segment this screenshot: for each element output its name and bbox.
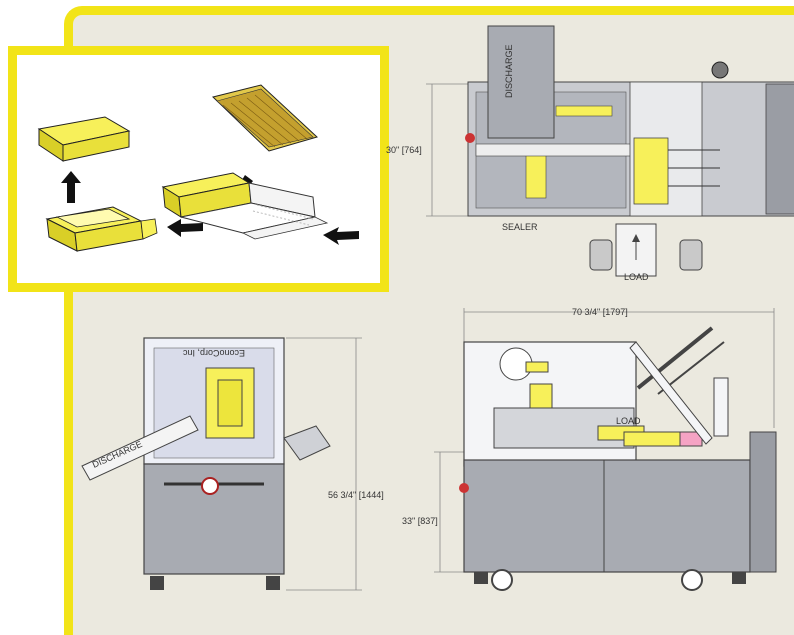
product-guide: [555, 105, 613, 117]
front-view-drawing: 56 3/4" [1444] EconoCorp, Inc DISCHARGE: [81, 337, 384, 591]
top-view-load-label: LOAD: [624, 272, 649, 282]
side-view-width-label: 70 3/4" [1797]: [572, 307, 628, 317]
discharge-chute: [487, 25, 555, 139]
side-view-carton: [623, 431, 681, 447]
front-infeed-chute: [283, 425, 331, 461]
top-view-height-label: 30" [764]: [386, 145, 422, 155]
product-pocket: [525, 153, 547, 199]
top-view-drawing: 30" [764] DISCHARGE SEALER LOAD: [386, 25, 794, 282]
caster-left: [589, 239, 613, 271]
load-carton: [633, 137, 669, 205]
open-carton: [45, 206, 158, 252]
side-view-width-dimension: [463, 308, 775, 428]
arrow-up-icon: [61, 171, 81, 203]
front-view-handwheel: [201, 477, 219, 495]
side-view-drawing: 70 3/4" [1797] 33" [837] LOAD: [402, 307, 777, 591]
side-view-emergency-stop: [459, 483, 469, 493]
front-view-height-dimension: [286, 337, 362, 591]
closed-carton: [37, 116, 131, 162]
front-view-height-label: 56 3/4" [1444]: [328, 490, 384, 500]
side-view-height-label: 33" [837]: [402, 516, 438, 526]
emergency-stop: [465, 133, 475, 143]
side-view-base-cabinet: [463, 459, 751, 573]
arrow-right-icon: [323, 227, 359, 245]
side-view-infeed-guide: [629, 341, 713, 445]
side-view-load-label: LOAD: [616, 416, 641, 426]
sealer-label: SEALER: [502, 222, 538, 232]
arrow-left-icon: [167, 219, 203, 237]
side-caster-left: [491, 569, 513, 591]
caster-right: [679, 239, 703, 271]
front-caster-right: [266, 576, 280, 590]
carton-sequence-illustration: [37, 84, 359, 252]
front-discharge-chute: [81, 415, 199, 481]
side-view-product: [529, 383, 553, 411]
side-view-height-dimension: [434, 451, 464, 573]
front-caster-left: [150, 576, 164, 590]
carton-blank: [212, 84, 318, 152]
side-view-control-cabinet: [749, 431, 777, 573]
carton-sequence-inset: [8, 46, 389, 292]
top-view-height-dimension: [426, 83, 468, 217]
side-view-indicator-panel: [713, 377, 729, 437]
control-cabinet: [765, 83, 794, 215]
air-regulator: [711, 61, 729, 79]
front-view-brand-label: EconoCorp, Inc: [182, 348, 245, 358]
carton-with-product: [161, 172, 329, 240]
side-caster-right: [681, 569, 703, 591]
top-view-discharge-label: DISCHARGE: [504, 44, 514, 98]
